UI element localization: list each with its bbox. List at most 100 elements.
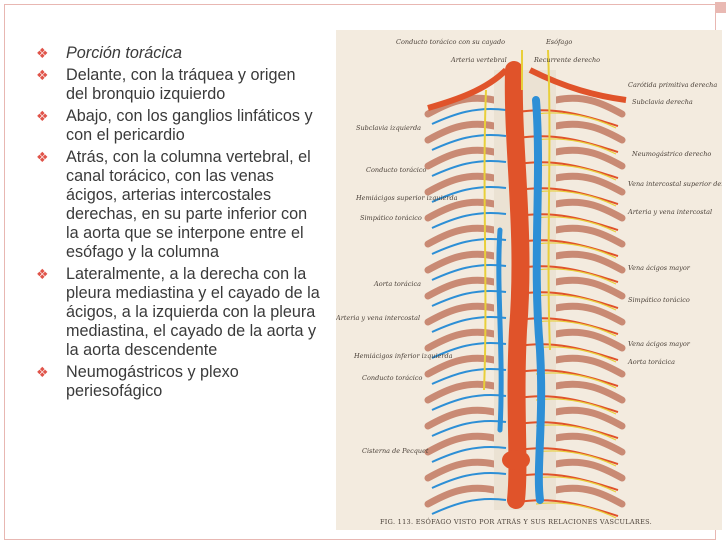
- rib-left: [424, 120, 498, 144]
- label-esofago: Esófago: [545, 38, 572, 46]
- rib-right: [552, 458, 626, 482]
- rib-right: [552, 380, 626, 404]
- intercostal-artery: [517, 317, 619, 335]
- bullet-text: Neumogástricos y plexo periesofágico: [66, 363, 239, 400]
- label-recurrente: Recurrente derecho: [533, 56, 600, 64]
- rib-left: [424, 146, 498, 170]
- intercostal-nerve: [535, 320, 617, 337]
- label-hemiacigos-sup: Hemiácigos superior izquierda: [355, 194, 458, 202]
- bullet-text: Atrás, con la columna vertebral, el cana…: [66, 148, 311, 261]
- intercostal-artery: [517, 343, 619, 361]
- rib-right: [552, 432, 626, 456]
- intercostal-artery: [517, 213, 619, 231]
- bullet-icon: ❖: [36, 150, 49, 166]
- rib-right: [552, 94, 626, 118]
- intercostal-artery: [517, 395, 619, 413]
- label-conducto-cayado: Conducto torácico con su cayado: [396, 38, 505, 46]
- intercostal-artery: [517, 473, 619, 491]
- rib-left: [424, 354, 498, 378]
- bullet-item: ❖ Atrás, con la columna vertebral, el can…: [36, 148, 321, 262]
- intercostal-nerve: [535, 424, 617, 441]
- label-subclavia-der: Subclavia derecha: [632, 98, 693, 106]
- intercostal-artery: [517, 447, 619, 465]
- intercostal-nerve: [535, 190, 617, 207]
- intercostal-nerve: [535, 372, 617, 389]
- bullet-icon: ❖: [36, 46, 49, 62]
- intercostal-nerve: [535, 450, 617, 467]
- intercostal-nerve: [535, 476, 617, 493]
- bullet-icon: ❖: [36, 68, 49, 84]
- anatomy-illustration: Conducto torácico con su cayado Esófago …: [336, 38, 722, 526]
- intercostal-artery: [517, 109, 619, 127]
- label-conducto2: Conducto torácico: [362, 374, 423, 382]
- intercostal-vein: [431, 160, 507, 177]
- label-aorta: Aorta torácica: [373, 280, 421, 288]
- bullet-item: ❖Abajo, con los ganglios linfáticos y co…: [36, 107, 321, 145]
- aorta-vessel: [504, 61, 530, 509]
- rib-left: [424, 172, 498, 196]
- intercostal-artery: [517, 499, 619, 517]
- rib-right: [552, 406, 626, 430]
- intercostal-vein: [431, 368, 507, 385]
- intercostal-nerve: [535, 138, 617, 155]
- sympathetic-trunk: [483, 89, 487, 391]
- intercostal-nerve: [535, 346, 617, 363]
- label-simpatico: Simpático torácico: [360, 214, 422, 222]
- label-neumogastrico: Neumogástrico derecho: [631, 150, 711, 158]
- label-subclavia-izq: Subclavia izquierda: [356, 124, 421, 132]
- intercostal-artery: [517, 135, 619, 153]
- bullet-item: ❖Lateralmente, a la derecha con la pleur…: [36, 265, 321, 360]
- label-carotida: Carótida primitiva derecha: [628, 81, 717, 89]
- rib-right: [552, 172, 626, 196]
- rib-left: [424, 276, 498, 300]
- vagus-nerve-right: [547, 49, 551, 351]
- rib-right: [552, 146, 626, 170]
- label-arteria-vertebral: Arteria vertebral: [450, 56, 507, 64]
- bullet-icon: ❖: [36, 365, 49, 381]
- intercostal-artery: [517, 291, 619, 309]
- rib-left: [424, 224, 498, 248]
- label-hemiacigos-inf: Hemiácigos inferior izquierda: [353, 352, 453, 360]
- bullet-text: Porción torácica: [66, 44, 183, 62]
- bullet-item: ❖ Delante, con la tráquea y origen del br…: [36, 66, 321, 104]
- rib-left: [424, 328, 498, 352]
- rib-left: [424, 198, 498, 222]
- intercostal-nerve: [535, 294, 617, 311]
- anatomy-figure: Conducto torácico con su cayado Esófago …: [336, 30, 722, 530]
- rib-left: [424, 406, 498, 430]
- label-arteria-vena: Arteria y vena intercostal: [336, 314, 420, 322]
- label-vena-intercostal: Vena intercostal superior derecha: [628, 180, 722, 188]
- ribs-group: [424, 94, 626, 508]
- intercostal-nerve: [535, 216, 617, 233]
- intercostal-nerve: [535, 242, 617, 259]
- intercostal-vein: [431, 446, 507, 463]
- intercostal-vein: [431, 498, 507, 515]
- rib-right: [552, 484, 626, 508]
- intercostal-vein: [431, 394, 507, 411]
- label-vena-acigos: Vena ácigos mayor: [628, 264, 691, 272]
- rib-right: [552, 250, 626, 274]
- rib-right: [552, 120, 626, 144]
- corner-decoration: [715, 2, 726, 13]
- rib-right: [552, 302, 626, 326]
- intercostal-vein: [431, 472, 507, 489]
- intercostal-nerve: [535, 268, 617, 285]
- subclavian-left: [427, 67, 509, 111]
- rib-left: [424, 302, 498, 326]
- intercostal-nerve: [535, 502, 617, 519]
- bullet-text: Lateralmente, a la derecha con la pleura…: [66, 265, 320, 359]
- intercostal-artery: [517, 369, 619, 387]
- intercostal-vein: [431, 342, 507, 359]
- bullet-text: Delante, con la tráquea y origen del bro…: [66, 66, 296, 103]
- rib-right: [552, 276, 626, 300]
- hemiazygos-vein: [496, 227, 504, 433]
- intercostal-artery: [517, 239, 619, 257]
- rib-right: [552, 354, 626, 378]
- intercostal-nerve: [535, 398, 617, 415]
- intercostal-vein: [431, 212, 507, 229]
- rib-right: [552, 328, 626, 352]
- label-aorta-der: Aorta torácica: [627, 358, 675, 366]
- rib-left: [424, 458, 498, 482]
- rib-left: [424, 380, 498, 404]
- rib-left: [424, 250, 498, 274]
